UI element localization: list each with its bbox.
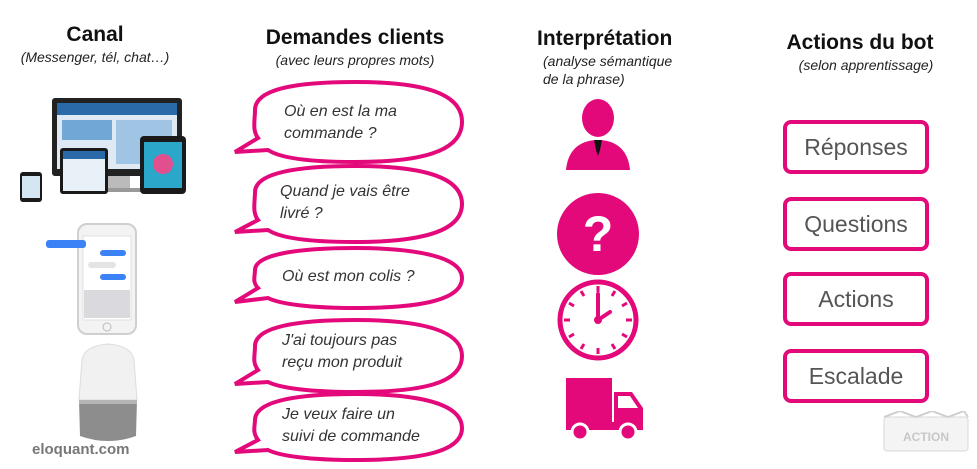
bubble-4-text: J'ai toujours pas reçu mon produit xyxy=(282,332,403,371)
svg-text:?: ? xyxy=(583,206,614,262)
action-actions: Actions xyxy=(783,272,929,326)
header-interpretation: Interprétation (analyse sémantique de la… xyxy=(537,26,702,88)
bubble-5-text: Je veux faire un suivi de commande xyxy=(282,406,420,445)
speech-bubble-1 xyxy=(233,79,465,165)
bubble-2-text: Quand je vais être livré ? xyxy=(280,183,410,222)
truck-icon xyxy=(566,378,643,442)
bubble-3-text: Où est mon colis ? xyxy=(282,268,415,285)
actions-subtitle: (selon apprentissage) xyxy=(798,57,934,73)
actions-title: Actions du bot xyxy=(786,31,934,54)
smart-speaker-icon xyxy=(78,343,138,441)
devices-icon xyxy=(20,98,186,202)
speech-bubble-4 xyxy=(233,317,465,395)
action-stamp-icon: ACTION xyxy=(883,411,969,452)
question-icon: ? xyxy=(557,193,639,275)
person-icon xyxy=(566,99,630,170)
demandes-title: Demandes clients xyxy=(265,26,445,49)
speech-bubble-2 xyxy=(234,163,465,245)
interpretation-subtitle-1: (analyse sémantique xyxy=(543,53,673,69)
header-actions: Actions du bot (selon apprentissage) xyxy=(760,30,960,74)
eloquant-logo: eloquant.com xyxy=(32,441,130,458)
canal-subtitle: (Messenger, tél, chat…) xyxy=(20,49,170,65)
bubble-1-text: Où en est la ma commande ? xyxy=(284,103,397,142)
header-demandes: Demandes clients (avec leurs propres mot… xyxy=(250,25,460,69)
speech-bubble-3 xyxy=(233,245,465,311)
action-escalade: Escalade xyxy=(783,349,929,403)
smartphone-icon xyxy=(46,223,137,335)
interpretation-title: Interprétation xyxy=(537,27,673,50)
action-questions: Questions xyxy=(783,197,929,251)
canal-title: Canal xyxy=(66,23,124,46)
action-stamp-text: ACTION xyxy=(903,430,949,444)
interpretation-subtitle-2: de la phrase) xyxy=(543,71,625,87)
action-reponses: Réponses xyxy=(783,120,929,174)
clock-icon xyxy=(557,279,639,361)
speech-bubble-5 xyxy=(234,391,465,463)
demandes-subtitle: (avec leurs propres mots) xyxy=(275,52,435,68)
speech-bubbles xyxy=(233,79,465,463)
header-canal: Canal (Messenger, tél, chat…) xyxy=(0,22,190,66)
